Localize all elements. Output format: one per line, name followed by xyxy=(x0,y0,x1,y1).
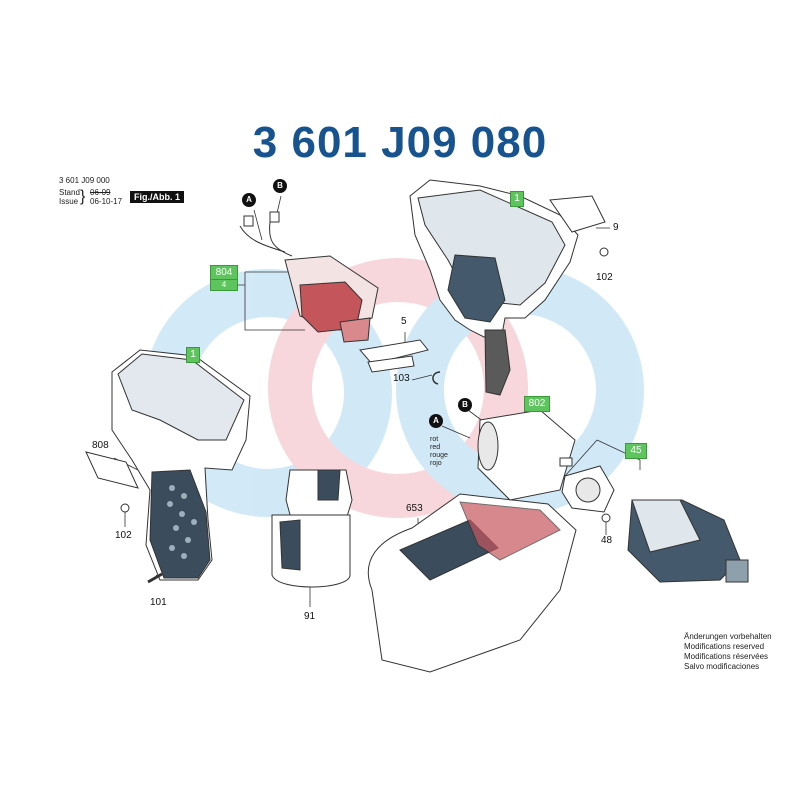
screw-102-top xyxy=(599,247,609,257)
screw-102-left xyxy=(120,503,130,513)
stand-value: 06-09 xyxy=(90,188,111,197)
issue-label: Issue xyxy=(59,197,79,206)
screw-101 xyxy=(147,572,163,584)
brace: } xyxy=(80,188,86,205)
battery-pack-91 xyxy=(271,469,353,588)
tag-802: 802 xyxy=(524,396,550,412)
wire-color-rot: rot xyxy=(430,436,439,443)
part-91: 91 xyxy=(304,611,316,622)
stand-label: Stand xyxy=(59,188,80,197)
part-808: 808 xyxy=(92,440,109,451)
clip-part-103 xyxy=(432,371,441,385)
wire-color-rouge: rouge xyxy=(430,452,448,459)
part-101: 101 xyxy=(150,597,167,608)
part-102-top: 102 xyxy=(596,272,613,283)
part-103: 103 xyxy=(393,373,410,384)
note-fr: Modifications réservées xyxy=(684,652,769,661)
tag-1-left: 1 xyxy=(186,347,200,363)
note-es: Salvo modificaciones xyxy=(684,662,760,671)
part-5: 5 xyxy=(401,316,407,327)
tag-45: 45 xyxy=(625,443,647,459)
tag-804-sub: 4 xyxy=(210,279,238,291)
part-653: 653 xyxy=(406,503,423,514)
label-plate-9 xyxy=(549,195,606,233)
diagram-title: 3 601 J09 080 xyxy=(252,118,548,167)
figure-label: Fig./Abb. 1 xyxy=(130,191,184,203)
note-de: Änderungen vorbehalten xyxy=(684,632,772,641)
wire-color-rojo: rojo xyxy=(430,460,442,467)
tag-1-right: 1 xyxy=(510,191,524,207)
connector-a-top: A xyxy=(242,193,256,207)
label-plate-808 xyxy=(85,451,139,489)
wire-color-red: red xyxy=(430,444,441,451)
connector-b-motor: B xyxy=(458,398,472,412)
part-48: 48 xyxy=(601,535,613,546)
switch-assembly xyxy=(239,211,379,343)
spring-part-5 xyxy=(359,339,429,373)
charger-653 xyxy=(367,493,577,673)
part-9: 9 xyxy=(613,222,619,233)
housing-right-half xyxy=(409,179,579,396)
connector-a-motor: A xyxy=(429,414,443,428)
housing-left-half xyxy=(111,349,251,581)
gear-plate-45 xyxy=(561,465,615,513)
grip-dots xyxy=(167,485,197,559)
connector-b-top: B xyxy=(273,179,287,193)
issue-value: 06-10-17 xyxy=(90,197,123,206)
part-102-left: 102 xyxy=(115,530,132,541)
impact-head xyxy=(627,499,749,583)
part-number-ref: 3 601 J09 000 xyxy=(59,176,110,185)
note-en: Modifications reserved xyxy=(684,642,765,651)
screw-48 xyxy=(601,513,611,523)
